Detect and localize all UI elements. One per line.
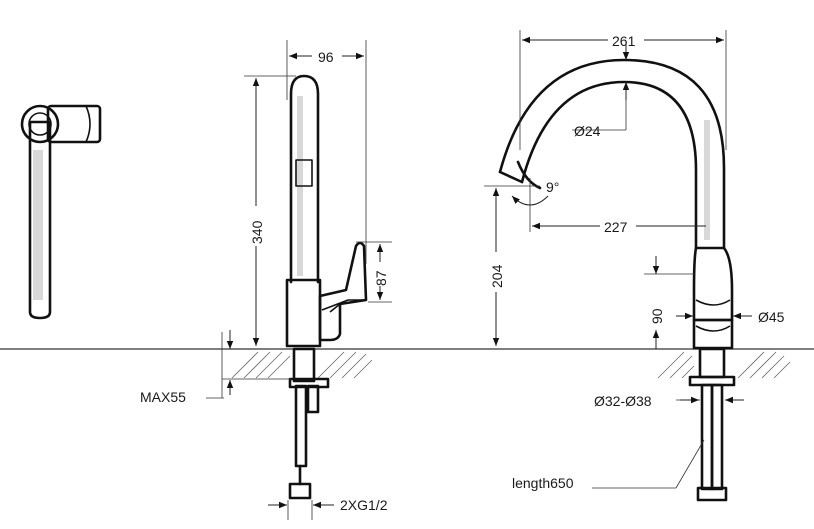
spout-diameter-label: Ø24 [574,123,601,139]
front-view [498,58,736,502]
dim-max55: MAX55 [140,330,292,405]
top-view [20,104,102,320]
dim-d45: Ø45 [676,309,785,325]
hoses-label: 2XG1/2 [340,497,388,513]
dim-hoses: 2XG1/2 [268,497,388,520]
countertop-hatch-left [231,351,373,379]
dim-d32-38: Ø32-Ø38 [594,393,744,409]
dim-340: 340 [244,75,296,346]
hole-diameter-label: Ø32-Ø38 [594,393,652,409]
max-mount-label: MAX55 [140,389,186,405]
side-view [285,74,368,500]
dim-90: 90 [644,256,694,349]
countertop [0,348,814,379]
handle-height-label: 87 [373,270,389,286]
outlet-height-label: 204 [489,264,505,288]
dim-length650: length650 [512,439,705,491]
width-side-label: 96 [318,49,334,65]
dim-d24: Ø24 [572,42,630,139]
dim-261: 261 [519,30,727,150]
dim-204: 204 [486,188,506,346]
angle-label: 9° [546,179,559,195]
dim-227: 227 [532,216,706,235]
reach-total-label: 261 [612,33,636,49]
dim-9deg: 9° [484,178,559,232]
height-total-label: 340 [249,220,265,244]
base-height-label: 90 [649,308,665,324]
countertop-hatch-right [657,351,791,379]
dim-96: 96 [286,40,367,264]
hose-length-label: length650 [512,475,574,491]
reach-outlet-label: 227 [604,219,628,235]
dim-87: 87 [356,241,392,303]
base-diameter-label: Ø45 [758,309,785,325]
